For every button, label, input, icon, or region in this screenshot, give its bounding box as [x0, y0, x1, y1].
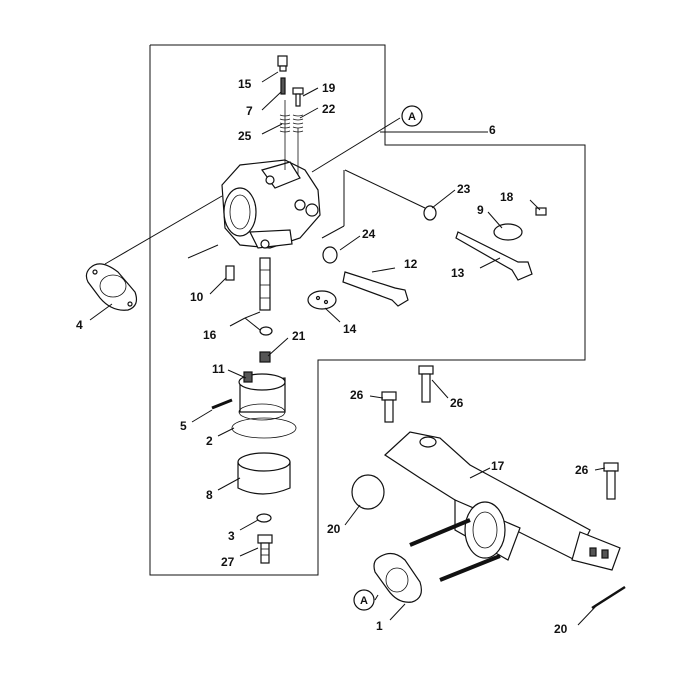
- frame-outline: [149, 44, 586, 576]
- part-18-screw: [535, 207, 547, 216]
- part-25-spring: [279, 114, 291, 133]
- callout-8: 8: [206, 488, 213, 502]
- callout-20-rod: 20: [554, 622, 568, 636]
- part-2-gasket: [231, 417, 297, 439]
- callout-3: 3: [228, 529, 235, 543]
- callout-12: 12: [404, 257, 418, 271]
- callout-6: 6: [489, 123, 496, 137]
- part-22-spring: [292, 114, 304, 133]
- reference-marker-a-bottom: A: [353, 589, 375, 611]
- part-10-jet: [225, 265, 235, 281]
- callout-10: 10: [190, 290, 204, 304]
- part-21-screw: [259, 351, 271, 363]
- part-23-seal: [423, 205, 437, 221]
- part-17-manifold: [384, 431, 621, 571]
- part-4-gasket: [85, 263, 138, 311]
- part-15-cap: [277, 55, 288, 72]
- callout-14: 14: [343, 322, 357, 336]
- callout-18: 18: [500, 190, 514, 204]
- part-9-plate: [493, 223, 523, 241]
- callout-21: 21: [292, 329, 306, 343]
- callout-25: 25: [238, 129, 252, 143]
- part-14-plate: [307, 290, 337, 310]
- callout-9: 9: [477, 203, 484, 217]
- leader-lines: [89, 71, 606, 626]
- part-12-shaft: [342, 271, 409, 307]
- callout-17: 17: [491, 459, 505, 473]
- part-13-throttle-shaft: [455, 231, 533, 281]
- callout-13: 13: [451, 266, 465, 280]
- callout-16: 16: [203, 328, 217, 342]
- callout-1: 1: [376, 619, 383, 633]
- part-5-pin: [211, 398, 233, 410]
- part-27-bolt: [257, 534, 273, 564]
- part-26-bolt-b: [418, 365, 434, 403]
- callout-22: 22: [322, 102, 336, 116]
- reference-marker-a-top: A: [401, 105, 423, 127]
- callout-labels: 15 7 19 22 25 6 23 18 9 24 12 13 10 4 16…: [76, 77, 589, 636]
- callout-20-oring: 20: [327, 522, 341, 536]
- callout-26-right: 26: [575, 463, 589, 477]
- callout-11: 11: [212, 362, 225, 376]
- callout-2: 2: [206, 434, 213, 448]
- part-3-washer: [256, 513, 272, 523]
- callout-26-middle: 26: [450, 396, 464, 410]
- callout-19: 19: [322, 81, 336, 95]
- callout-7: 7: [246, 104, 253, 118]
- callout-23: 23: [457, 182, 471, 196]
- part-11-float: [238, 371, 286, 421]
- part-24-bushing: [322, 246, 338, 264]
- part-26-bolt-c: [603, 462, 619, 500]
- part-1-gasket: [373, 552, 422, 603]
- reference-label: A: [408, 111, 416, 123]
- callout-4: 4: [76, 318, 83, 332]
- part-19-screw: [292, 87, 304, 107]
- part-20-oring: [351, 474, 385, 510]
- callout-24: 24: [362, 227, 376, 241]
- carburetor-body: [221, 100, 321, 249]
- part-7-needle: [280, 77, 286, 95]
- part-26-bolt-a: [381, 391, 397, 423]
- callout-15: 15: [238, 77, 252, 91]
- callout-26-left: 26: [350, 388, 364, 402]
- callout-5: 5: [180, 419, 187, 433]
- part-16-tube: [259, 257, 273, 336]
- manifold-studs: [409, 518, 501, 582]
- reference-label: A: [360, 595, 368, 607]
- callout-27: 27: [221, 555, 235, 569]
- part-8-bowl: [237, 452, 291, 495]
